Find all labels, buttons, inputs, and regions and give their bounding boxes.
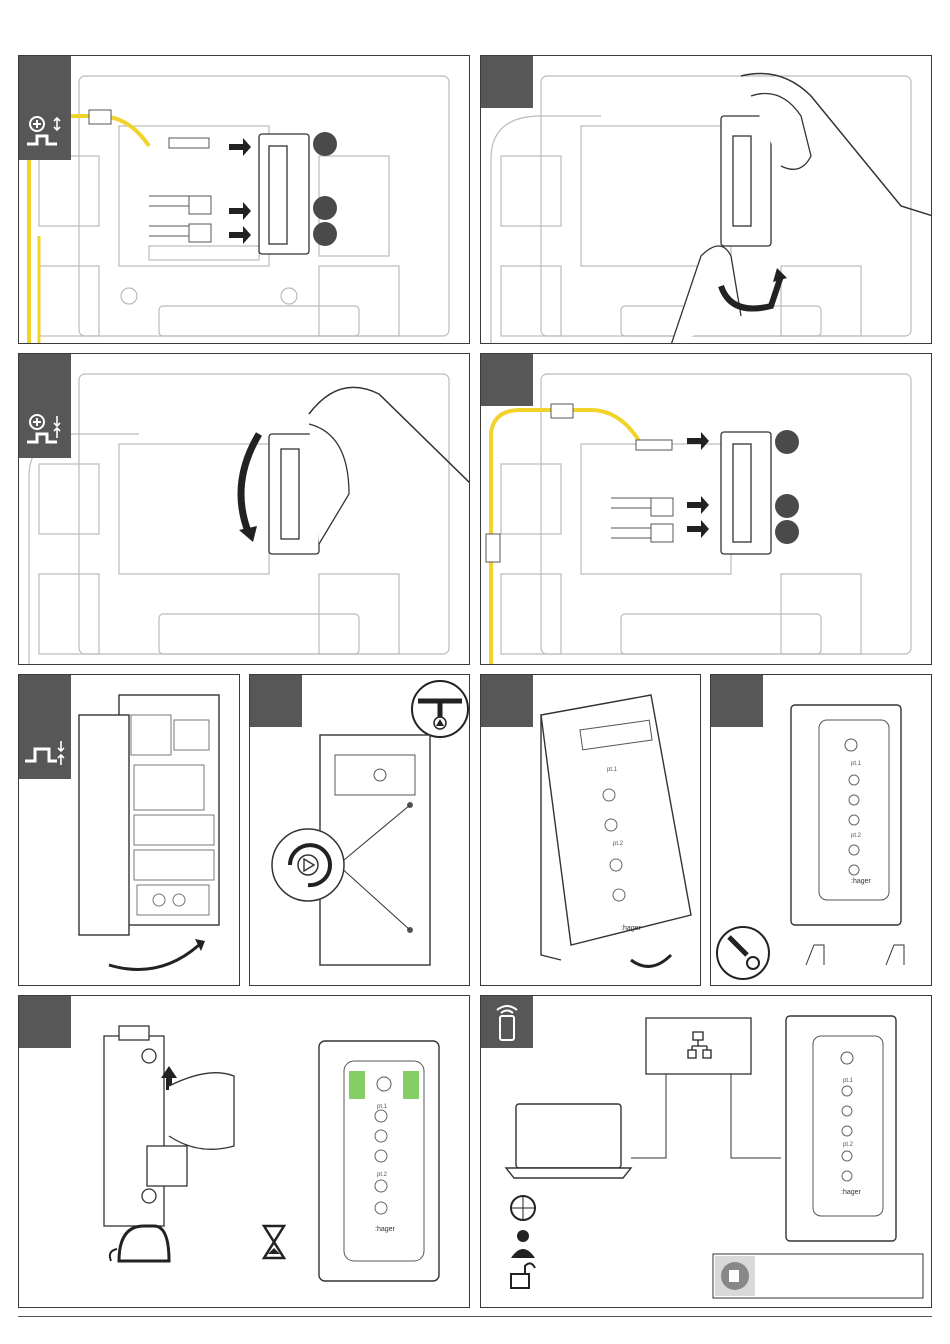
point-2-label: pt.2 [613,841,624,847]
step-number-tab [481,675,533,727]
brand-logo-2: :hager [851,878,872,885]
panel-step-8: pt.1 pt.2 :hager [710,674,932,986]
step-number-tab [250,675,302,727]
step-number-tab [19,354,71,406]
network-icon [646,1018,751,1074]
step-number-tab [19,996,71,1048]
triangle-key-icon [412,681,468,737]
point-2-label-2: pt.2 [851,833,862,839]
panel-step-7: pt.1 pt.2 :hager [480,674,701,986]
step-number-tab [711,675,763,727]
plug-in-down-icon [19,406,71,458]
close-door-icon [19,727,71,779]
step-number-tab [19,675,71,727]
www-icon [511,1196,535,1220]
point-1-label-3: pt.1 [377,1104,388,1110]
step-number-tab [481,56,533,108]
manual-icon [713,1254,923,1298]
hourglass-icon [264,1226,284,1258]
network-config-illustration: pt.1 pt.2 :hager [481,996,932,1308]
mobile-wireless-icon [481,996,533,1048]
brand-logo-3: :hager [375,1226,396,1233]
reconnect-cables-illustration [481,354,932,665]
insert-module-illustration [19,354,470,665]
electric-car-icon [110,1226,169,1261]
remove-module-illustration [481,56,932,344]
point-1-label: pt.1 [607,767,618,773]
panel-step-1 [18,55,470,344]
panel-step-6 [249,674,470,986]
point-2-label-4: pt.2 [843,1142,854,1148]
wiring-plug-in-illustration [19,56,470,344]
unlock-icon [511,1263,535,1288]
plug-in-arrows-icon [19,108,71,160]
panel-step-5 [18,674,240,986]
panel-step-9: pt.1 pt.2 :hager [18,995,470,1308]
panel-step-4 [480,353,932,665]
point-1-label-4: pt.1 [843,1078,854,1084]
panel-step-10: pt.1 pt.2 :hager [480,995,932,1308]
point-1-label-2: pt.1 [851,761,862,767]
footer-rule [18,1316,932,1317]
step-number-tab [19,56,71,108]
laptop-icon [506,1104,631,1178]
screwdriver-icon [717,927,769,979]
power-on-illustration: pt.1 pt.2 :hager [19,996,470,1308]
brand-logo-4: :hager [841,1189,862,1196]
step-number-tab [481,354,533,406]
panel-step-3 [18,353,470,665]
brand-logo: :hager [621,925,642,932]
panel-step-2 [480,55,932,344]
point-2-label-3: pt.2 [377,1172,388,1178]
user-icon [511,1230,535,1258]
